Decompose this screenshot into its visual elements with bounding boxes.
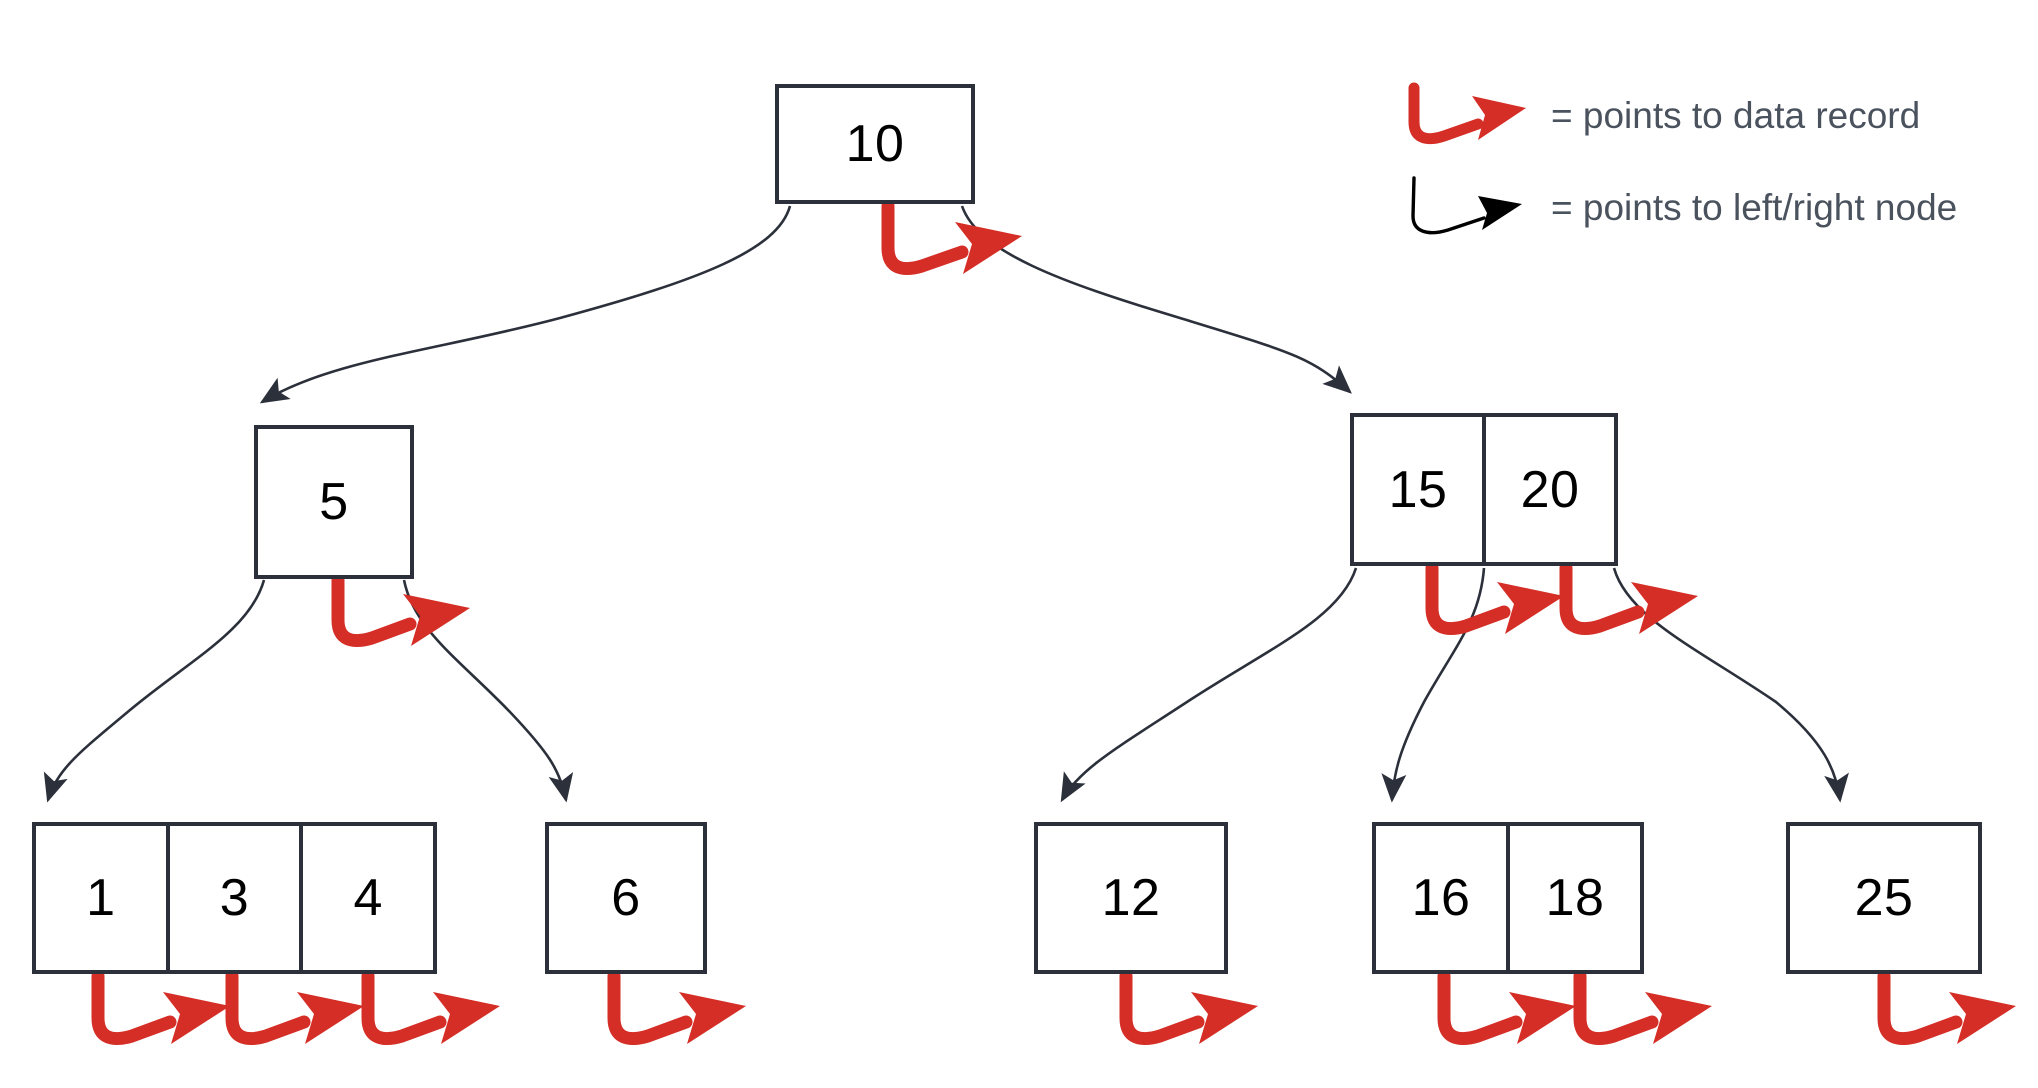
data-pointer-leaf-3key (225, 969, 311, 1046)
btree-key-cell[interactable]: 6 (611, 869, 641, 927)
data-pointer-leaf-1 (91, 969, 177, 1046)
edge-root-to-internal-right (960, 205, 1352, 394)
legend-item-data-record: = points to data record (1400, 80, 1920, 150)
data-pointer-leaf-25 (1877, 969, 1963, 1046)
btree-key-cell[interactable]: 3 (165, 826, 300, 970)
data-pointer-leaf-12 (1119, 969, 1205, 1046)
btree-key-cell[interactable]: 4 (299, 826, 433, 970)
btree-key-cell[interactable]: 25 (1854, 869, 1914, 927)
data-pointer-leaf-6 (607, 969, 693, 1046)
btree-key-cell[interactable]: 16 (1411, 869, 1471, 927)
btree-node-leaf-1[interactable]: 1 3 4 (32, 822, 437, 974)
data-pointer-leaf-4key (361, 969, 447, 1046)
data-pointer-root-10 (881, 199, 969, 276)
btree-key-cell[interactable]: 15 (1388, 460, 1448, 519)
btree-key-cell[interactable]: 20 (1482, 417, 1614, 562)
btree-node-internal-left[interactable]: 5 (254, 425, 414, 579)
btree-key-cell[interactable]: 10 (845, 115, 905, 173)
data-pointer-20 (1559, 561, 1645, 636)
legend-label-child-node: = points to left/right node (1551, 186, 1958, 228)
data-record-pointers (91, 199, 2016, 1046)
data-pointer-arrowheads (163, 222, 2016, 1044)
legend: = points to data record = points to left… (1400, 80, 2020, 260)
red-curved-arrow-icon (1408, 82, 1526, 145)
btree-node-leaf-5[interactable]: 25 (1786, 822, 1982, 974)
edge-internal-right-to-leaf-4 (1381, 567, 1486, 803)
btree-key-cell[interactable]: 12 (1101, 869, 1161, 927)
edge-internal-right-to-leaf-3 (1060, 567, 1358, 803)
data-pointer-15 (1425, 561, 1511, 636)
legend-label-data-record: = points to data record (1551, 94, 1921, 136)
data-pointer-internal-5 (331, 573, 417, 648)
btree-node-leaf-4[interactable]: 16 18 (1372, 822, 1644, 974)
edge-internal-left-to-leaf-1 (43, 579, 266, 803)
black-curved-arrow-icon (1411, 176, 1522, 235)
btree-key-cell[interactable]: 1 (86, 869, 116, 927)
btree-key-cell[interactable]: 18 (1506, 826, 1640, 970)
data-pointer-leaf-18 (1573, 969, 1659, 1046)
btree-node-root[interactable]: 10 (775, 84, 975, 204)
legend-item-child-node: = points to left/right node (1400, 172, 1957, 242)
btree-node-leaf-3[interactable]: 12 (1034, 822, 1228, 974)
btree-node-internal-right[interactable]: 15 20 (1350, 413, 1618, 566)
btree-node-leaf-2[interactable]: 6 (545, 822, 707, 974)
edge-root-to-internal-left (259, 205, 792, 404)
btree-key-cell[interactable]: 5 (319, 473, 349, 531)
data-pointer-leaf-16 (1437, 969, 1523, 1046)
